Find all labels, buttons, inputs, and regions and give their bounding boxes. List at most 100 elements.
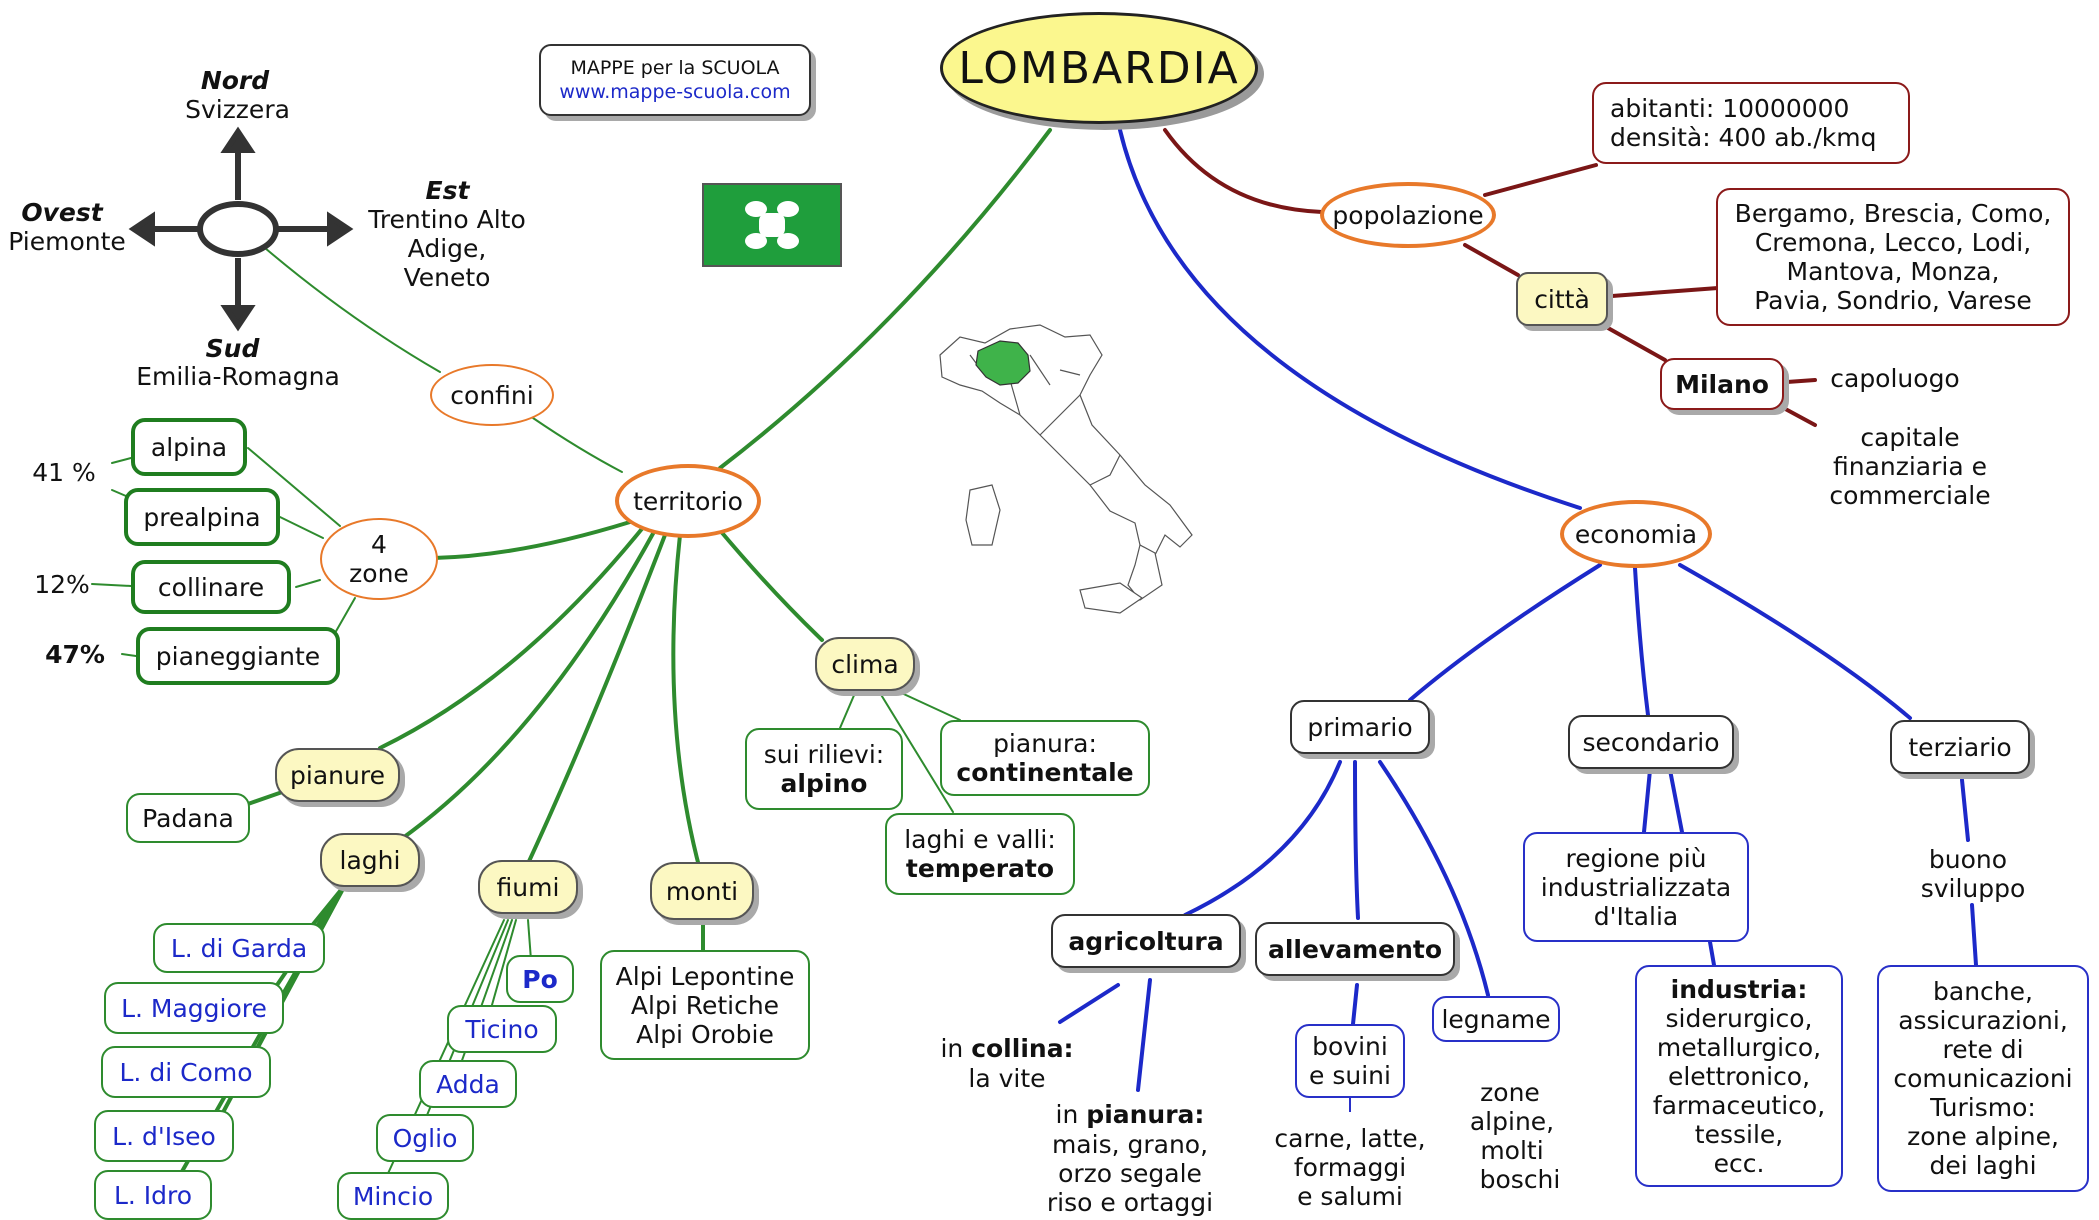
industria-3: elettronico, [1667,1061,1811,1091]
milano-capoluogo: capoluogo [1830,364,1960,393]
node-legname[interactable]: legname [1432,996,1560,1042]
node-laghi[interactable]: laghi [320,833,420,887]
milano-capitale-3: commerciale [1829,481,1991,510]
legname-line-4: boschi [1479,1165,1561,1194]
node-citta[interactable]: città [1516,272,1608,326]
line-47-pianeggiante [121,653,137,657]
clima-rilievi[interactable]: sui rilievi: alpino [745,728,903,810]
zone-alpina[interactable]: alpina [131,418,247,476]
node-clima[interactable]: clima [815,637,915,691]
popolazione-abitanti: abitanti: 10000000 [1610,94,1850,123]
node-secondario[interactable]: secondario [1568,715,1734,769]
line-territorio-monti [671,533,702,872]
compass-est-name-2: Adige, [407,234,487,263]
zone-collinare[interactable]: collinare [131,560,291,614]
industria-title: industria: [1670,974,1808,1004]
line-economia-primario [1408,563,1602,702]
line-popolazione-citta [1463,243,1520,277]
node-confini[interactable]: confini [430,364,554,426]
node-territorio[interactable]: territorio [615,464,761,538]
lago-garda[interactable]: L. di Garda [153,923,325,973]
line-territorio-fiumi [523,533,667,872]
line-agricoltura-collina [1058,983,1120,1024]
brand-line-1: MAPPE per la SCUOLA [570,57,780,79]
fiume-po[interactable]: Po [506,955,574,1003]
node-popolazione[interactable]: popolazione [1320,182,1496,248]
clima-laghi-valli[interactable]: laghi e valli: temperato [885,813,1075,895]
terziario-6: zone alpine, [1907,1122,2059,1151]
alpi-retiche: Alpi Retiche [630,990,780,1020]
clima-laghi-value: temperato [905,854,1055,883]
secondario-industria[interactable]: industria: siderurgico, metallurgico, el… [1635,965,1843,1187]
node-pianure[interactable]: pianure [275,748,400,802]
line-citta-cities [1610,286,1720,298]
node-fiumi[interactable]: fiumi [478,860,578,914]
clima-rilievi-label: sui rilievi: [763,740,885,769]
line-sviluppo-banche [1970,903,1978,967]
pianure-padana[interactable]: Padana [126,793,250,843]
brand-line-2[interactable]: www.mappe-scuola.com [559,81,791,103]
lago-maggiore[interactable]: L. Maggiore [104,982,284,1034]
line-territorio-clima [716,526,824,642]
line-41-alpina [111,457,132,464]
collina-label: collina: [971,1034,1074,1063]
sviluppo-line-2: sviluppo [1920,874,2026,903]
pct-12: 12% [34,570,90,599]
line-milano-capitale [1776,403,1817,427]
fiume-ticino[interactable]: Ticino [447,1005,557,1053]
alpi-lepontine: Alpi Lepontine [615,961,795,991]
lombardia-region [975,340,1031,386]
node-economia[interactable]: economia [1560,500,1712,568]
italy-map [939,324,1193,614]
node-primario[interactable]: primario [1290,700,1430,754]
line-economia-secondario [1633,566,1650,717]
pianura-line-1: mais, grano, [1051,1130,1209,1159]
node-terziario[interactable]: terziario [1890,720,2030,774]
legname-line-1: zone [1480,1078,1540,1107]
zone-word: zone [349,559,409,588]
compass-center [197,201,279,257]
brand-box: MAPPE per la SCUOLA www.mappe-scuola.com [539,44,811,116]
milano-capitale-2: finanziaria e [1832,452,1988,481]
compass-est-name-3: Veneto [403,263,491,292]
zone-prealpina[interactable]: prealpina [124,488,280,546]
line-primario-legname [1378,760,1490,997]
clima-rilievi-value: alpino [780,769,868,798]
fiume-adda[interactable]: Adda [419,1060,517,1108]
line-primario-allevamento [1353,760,1360,920]
compass-ovest-name: Piemonte [8,227,126,256]
compass-sud-label: Sud [205,334,260,363]
industria-2: metallurgico, [1656,1032,1822,1062]
industria-4: farmaceutico, [1652,1090,1826,1120]
monti-alpi[interactable]: Alpi Lepontine Alpi Retiche Alpi Orobie [600,950,810,1060]
lago-iseo[interactable]: L. d'Iseo [94,1110,234,1162]
node-4-zone[interactable]: 4 zone [320,518,438,600]
lago-idro[interactable]: L. Idro [94,1170,212,1220]
line-fiumi-po [527,919,532,961]
compass-est-label: Est [425,176,470,205]
node-milano[interactable]: Milano [1660,358,1784,410]
cities-line-3: Mantova, Monza, [1786,257,2000,286]
zone-pianeggiante[interactable]: pianeggiante [136,627,340,685]
secondario-regione[interactable]: regione più industrializzata d'Italia [1523,832,1749,942]
line-compass-confini [264,247,441,373]
clima-pianura[interactable]: pianura: continentale [940,720,1150,796]
node-monti[interactable]: monti [650,862,754,920]
title-lombardia: LOMBARDIA [940,12,1258,124]
node-bovini[interactable]: bovini e suini [1295,1024,1405,1098]
popolazione-cities-box[interactable]: Bergamo, Brescia, Como, Cremona, Lecco, … [1716,188,2070,326]
line-citta-milano [1606,326,1667,362]
node-agricoltura[interactable]: agricoltura [1051,914,1241,968]
cities-line-1: Bergamo, Brescia, Como, [1734,199,2052,228]
fiume-oglio[interactable]: Oglio [376,1114,474,1162]
popolazione-abitanti-box[interactable]: abitanti: 10000000 densità: 400 ab./kmq [1592,82,1910,164]
line-popolazione-abitanti [1483,163,1598,197]
line-clima-rilievi [839,692,856,729]
terziario-banche[interactable]: banche, assicurazioni, rete di comunicaz… [1877,965,2089,1192]
collina-vite: la vite [968,1064,1046,1093]
fiume-mincio[interactable]: Mincio [337,1172,449,1220]
pianura-label: pianura: [1086,1100,1205,1129]
line-4zone-prealpina [279,516,324,539]
lago-como[interactable]: L. di Como [101,1046,271,1098]
node-allevamento[interactable]: allevamento [1255,922,1455,976]
